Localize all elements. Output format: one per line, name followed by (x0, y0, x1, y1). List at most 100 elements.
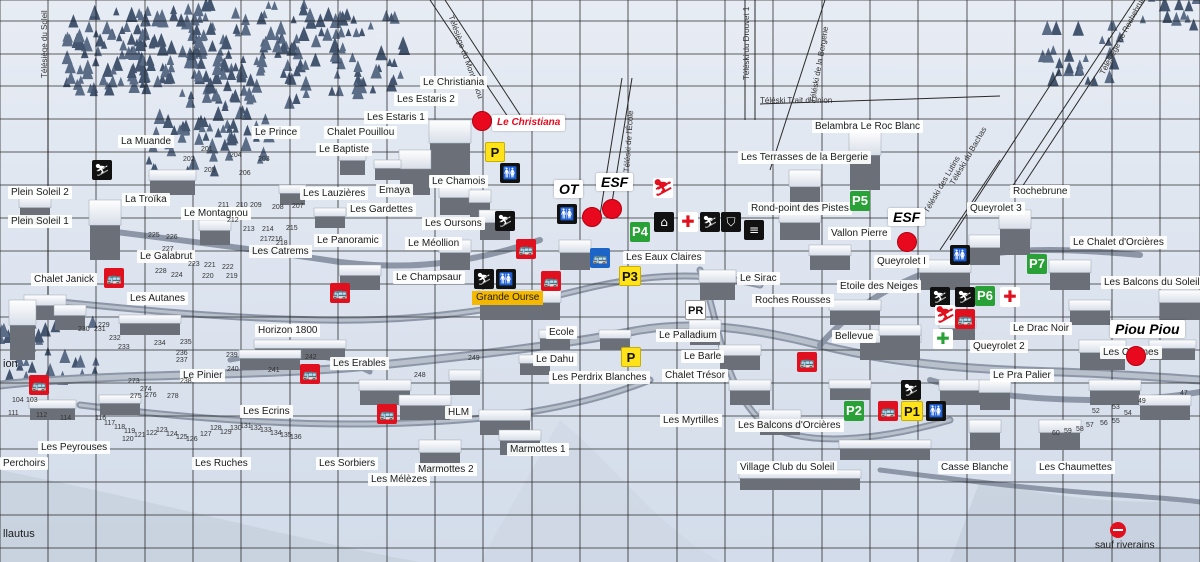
parking-p6-icon[interactable]: P6 (975, 286, 995, 306)
parking-p3-icon[interactable]: P3 (619, 266, 641, 286)
skier-icon[interactable]: ⛷ (955, 287, 975, 307)
ski-lift-icon[interactable]: ⛷ (474, 269, 494, 289)
place-label: Plein Soleil 2 (8, 186, 72, 199)
unit-number: 224 (171, 272, 183, 279)
toilets-icon[interactable]: 🚻 (500, 163, 520, 183)
place-label: Le Chalet d'Orcières (1070, 236, 1167, 249)
toilets-icon[interactable]: 🚻 (496, 269, 516, 289)
parking-pr-icon[interactable]: PR (685, 300, 707, 320)
ot-pin-icon[interactable] (582, 207, 602, 227)
first-aid-icon[interactable]: ✚ (1000, 287, 1020, 307)
unit-number: 123 (156, 427, 168, 434)
unit-number: 222 (222, 264, 234, 271)
place-label: Les Myrtilles (660, 414, 722, 427)
unit-number: 121 (134, 432, 146, 439)
toilets-icon[interactable]: 🚻 (926, 401, 946, 421)
ski-lift-icon[interactable]: ⛷ (930, 287, 950, 307)
unit-number: 122 (146, 430, 158, 437)
unit-number: 120 (122, 436, 134, 443)
parking-p5-icon[interactable]: P5 (850, 191, 870, 211)
unit-number: 239 (226, 352, 238, 359)
unit-number: 210 (236, 202, 248, 209)
unit-number: 111 (8, 410, 19, 417)
parking-p2-icon[interactable]: P2 (844, 401, 864, 421)
place-label: Roches Rousses (752, 294, 834, 307)
place-label: Les Ecrins (240, 405, 293, 418)
place-label: Les Terrasses de la Bergerie (738, 151, 872, 164)
unit-number: 55 (1112, 418, 1120, 425)
bus-icon[interactable]: 🚌 (29, 375, 49, 395)
bus-icon[interactable]: 🚌 (104, 268, 124, 288)
esf-callout: ESF (888, 208, 926, 226)
piou-piou-callout: Piou Piou (1110, 320, 1185, 338)
unit-number: 134 (270, 430, 282, 437)
place-label: Horizon 1800 (255, 324, 321, 337)
unit-number: 217 (260, 236, 272, 243)
parking-p-icon[interactable]: P (621, 347, 641, 367)
ski-school-icon[interactable]: ⛷ (935, 305, 956, 325)
place-label: Les Erables (330, 357, 389, 370)
unit-number: 229 (98, 322, 110, 329)
unit-number: 238 (180, 378, 192, 385)
picnic-icon[interactable]: ⛉ (721, 212, 741, 232)
ski-lift-icon[interactable]: ⛷ (901, 380, 921, 400)
place-label: Marmottes 1 (507, 443, 569, 456)
parking-p-icon[interactable]: P (485, 142, 505, 162)
first-aid-icon[interactable]: ✚ (678, 212, 698, 232)
place-label: Les Estaris 1 (364, 111, 428, 124)
place-label: Les Estaris 2 (394, 93, 458, 106)
grande-ourse-label[interactable]: Grande Ourse (472, 291, 544, 305)
unit-number: 219 (226, 273, 238, 280)
bus-icon[interactable]: 🚌 (377, 404, 397, 424)
bus-icon[interactable]: 🚌 (541, 271, 561, 291)
skier-icon[interactable]: ⛷ (653, 178, 674, 198)
ski-pass-icon[interactable]: ≡ (744, 220, 764, 240)
bus-icon[interactable]: 🚌 (300, 364, 320, 384)
bus-icon[interactable]: 🚌 (797, 352, 817, 372)
piou-piou-pin-icon[interactable] (1126, 346, 1146, 366)
toilets-icon[interactable]: 🚻 (950, 245, 970, 265)
unit-number: 125 (176, 434, 188, 441)
esf-pin-icon[interactable] (602, 199, 622, 219)
bus-icon[interactable]: 🚌 (330, 283, 350, 303)
chairlift-icon[interactable]: ⛷ (495, 211, 515, 231)
unit-number: 130 (230, 425, 242, 432)
place-label: Le Baptiste (316, 143, 373, 156)
place-label: Le Méollion (405, 237, 463, 250)
ski-school-icon[interactable]: ⛷ (700, 212, 720, 232)
unit-number: 133 (260, 427, 272, 434)
place-label: La Troïka (122, 193, 170, 206)
parking-p7-icon[interactable]: P7 (1027, 254, 1047, 274)
place-label: Etoile des Neiges (837, 280, 921, 293)
christiana-pin-icon[interactable] (472, 111, 492, 131)
place-label: Les Lauzières (300, 187, 369, 200)
toilets-icon[interactable]: 🚻 (557, 204, 577, 224)
place-label: Le Drac Noir (1010, 322, 1073, 335)
bus-icon[interactable]: 🚌 (955, 309, 975, 329)
unit-number: 274 (140, 386, 152, 393)
lift-label: Téléski du Drouvet 1 (742, 6, 751, 80)
unit-number: 218 (276, 240, 288, 247)
esf-pin-icon[interactable] (897, 232, 917, 252)
unit-number: 275 (130, 393, 142, 400)
bus-icon[interactable]: 🚌 (516, 239, 536, 259)
place-label: Les Mélèzes (368, 473, 431, 486)
unit-number: 249 (468, 355, 480, 362)
ski-lift-icon[interactable]: ⛷ (92, 160, 112, 180)
unit-number: 216 (271, 236, 283, 243)
unit-number: 237 (176, 357, 188, 364)
first-aid-icon[interactable]: ✚ (933, 329, 953, 349)
unit-number: 135 (280, 432, 292, 439)
unit-number: 104 (12, 397, 24, 404)
parking-p1-icon[interactable]: P1 (901, 401, 923, 421)
unit-number: 60 (1052, 430, 1060, 437)
bus-icon[interactable]: 🚌 (878, 401, 898, 421)
place-label: Les Sorbiers (316, 457, 379, 470)
ot-callout: OT (554, 180, 584, 198)
gondola-icon[interactable]: ⌂ (654, 212, 674, 232)
unit-number: 131 (240, 423, 252, 430)
bus-stop-icon[interactable]: 🚌 (590, 248, 610, 268)
place-label: La Muande (118, 135, 175, 148)
parking-p4-icon[interactable]: P4 (630, 222, 650, 242)
